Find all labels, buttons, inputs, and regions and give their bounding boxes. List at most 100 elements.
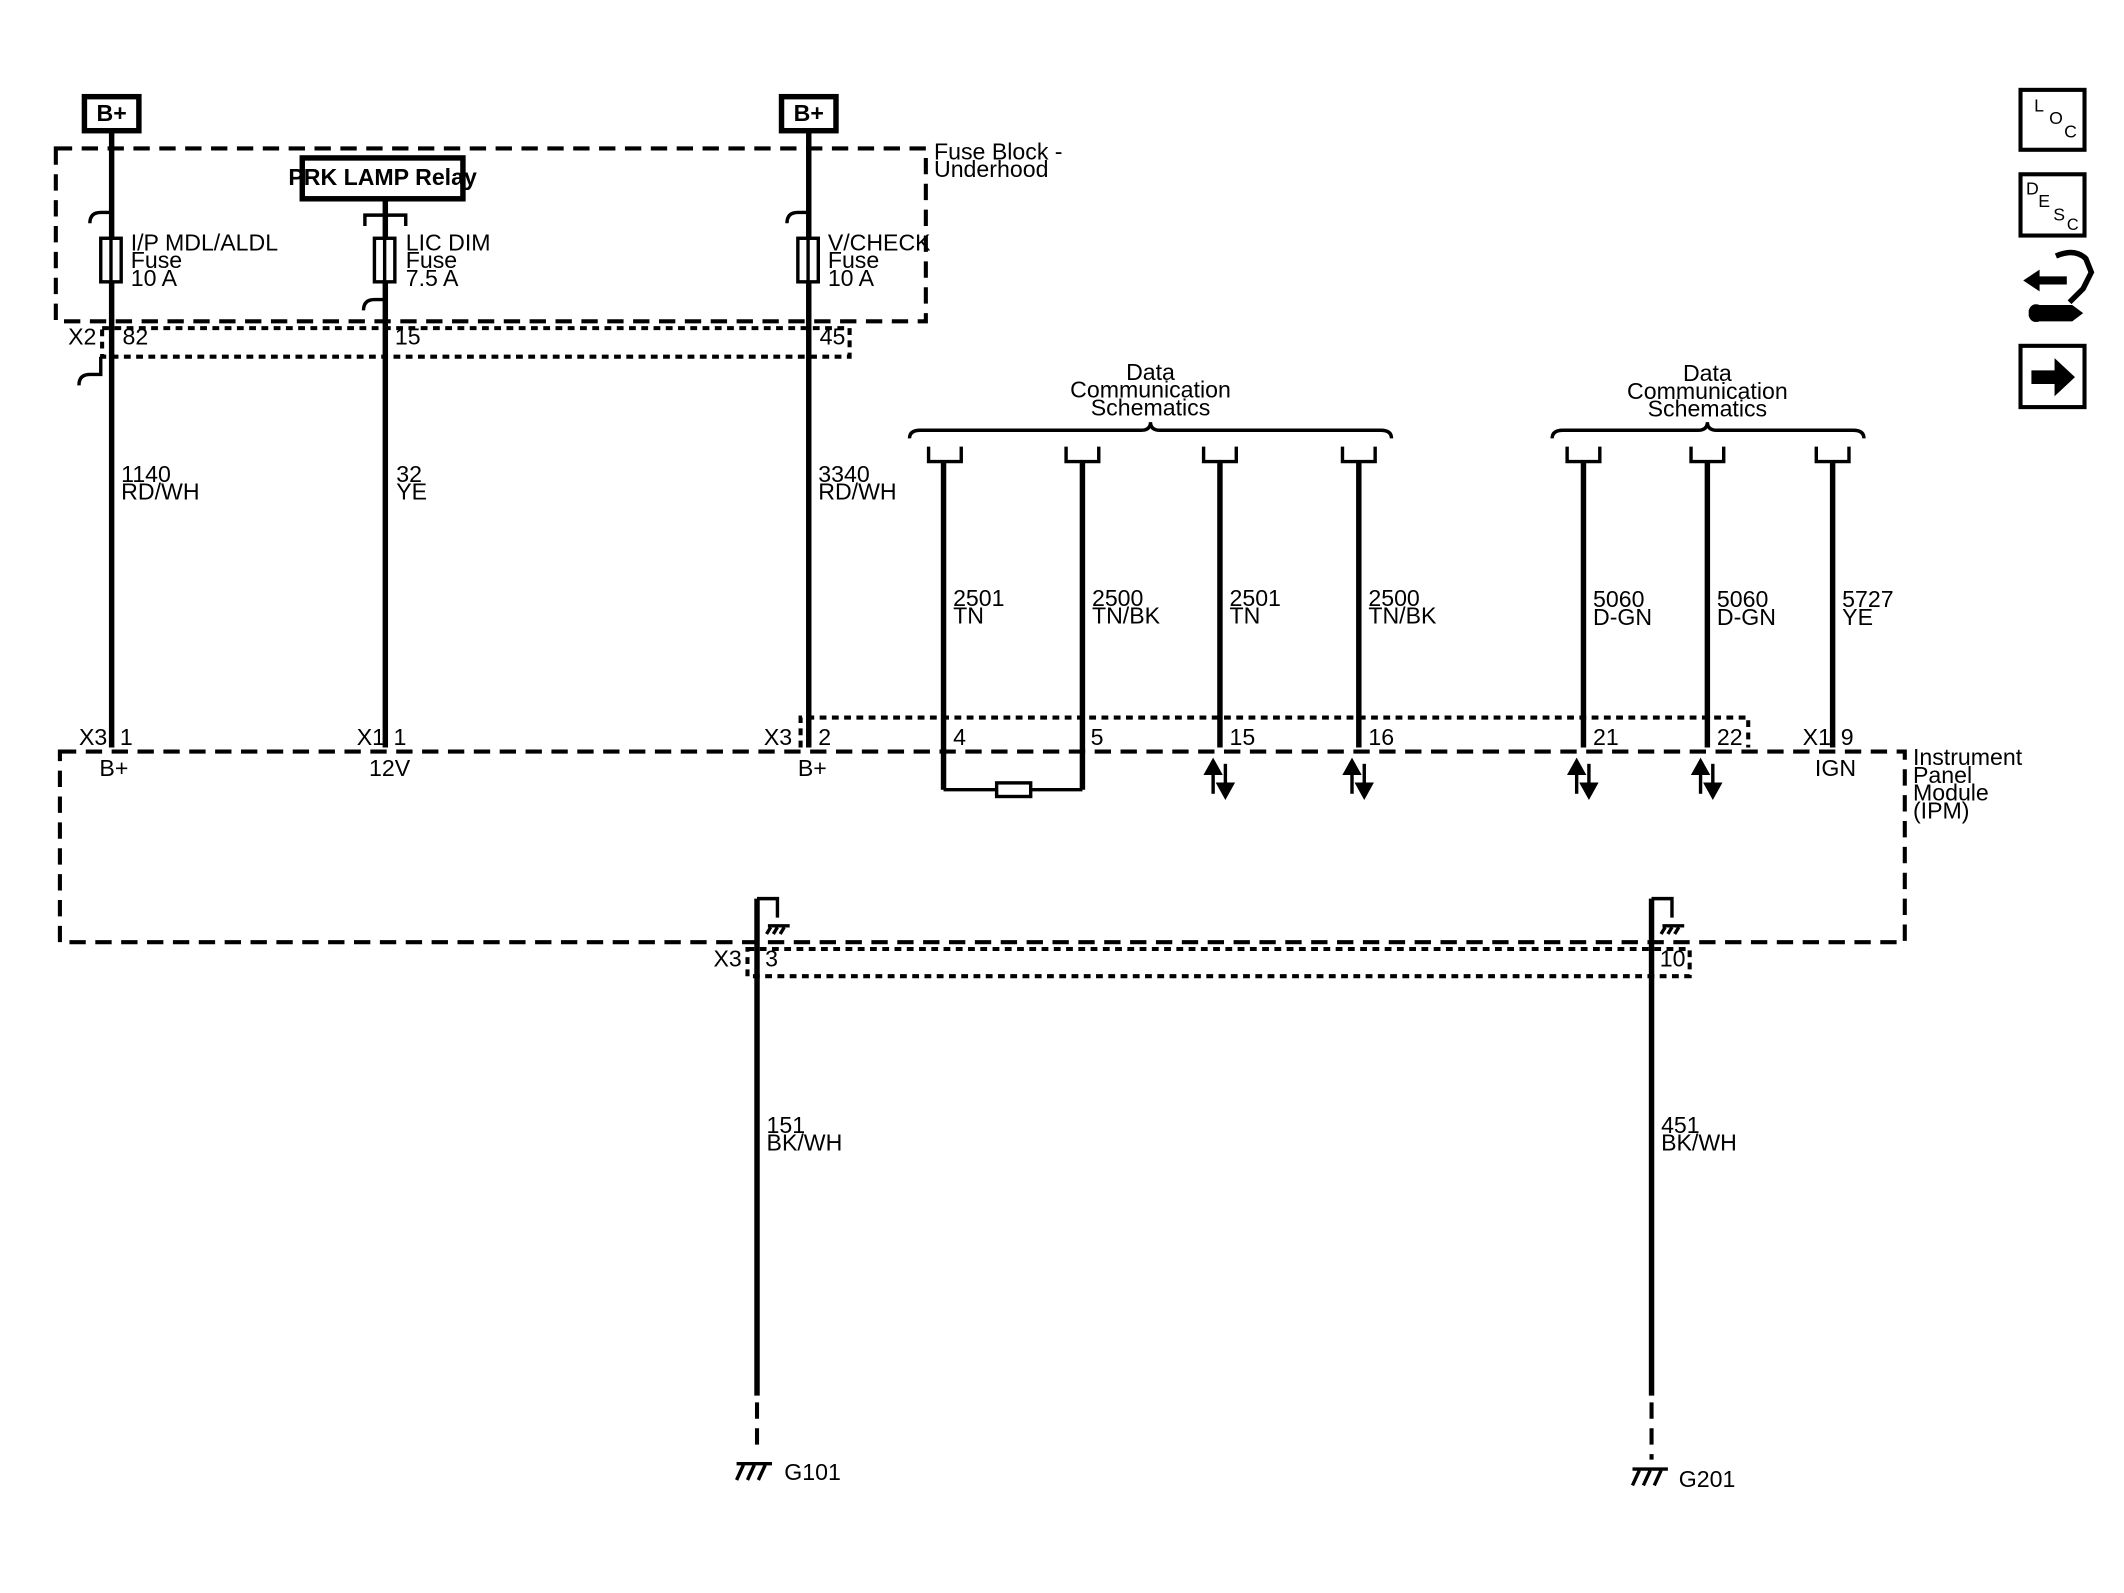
svg-text:1140: 1140: [121, 461, 171, 487]
loc-button[interactable]: L O C: [2018, 87, 2087, 152]
data-comm-bracket-right: Data Communication Schematics: [1550, 360, 1866, 464]
svg-text:1: 1: [393, 724, 406, 750]
svg-text:3: 3: [765, 946, 778, 972]
svg-text:10 A: 10 A: [828, 265, 875, 291]
svg-text:TN/BK: TN/BK: [1368, 603, 1437, 629]
battery-supply-left: B+: [81, 93, 142, 134]
ipm-connector-x3-outline: [798, 715, 1751, 748]
desc-button[interactable]: D E S C: [2018, 172, 2087, 238]
svg-text:Schematics: Schematics: [1091, 394, 1211, 420]
svg-text:Data: Data: [1683, 360, 1732, 386]
svg-text:Communication: Communication: [1627, 378, 1788, 404]
battery-supply-right: B+: [778, 93, 839, 134]
svg-text:B+: B+: [794, 100, 824, 126]
svg-text:Module: Module: [1913, 780, 1989, 806]
internal-ground-1: [757, 896, 790, 935]
svg-text:7.5 A: 7.5 A: [406, 265, 459, 291]
svg-text:82: 82: [123, 323, 149, 349]
ipm-connector-pins: X3 1 B+ X1 1 12V X3 2 B+ 4 5 15 16 21 22…: [79, 724, 1856, 781]
svg-text:4: 4: [953, 724, 966, 750]
svg-text:I/P MDL/ALDL: I/P MDL/ALDL: [131, 230, 279, 256]
ground-connector-x3: X3 3 10: [713, 946, 1692, 979]
svg-text:3340: 3340: [818, 461, 869, 487]
svg-text:B+: B+: [798, 755, 827, 781]
svg-text:Schematics: Schematics: [1648, 396, 1768, 422]
data-comm-bracket-left: Data Communication Schematics: [907, 359, 1394, 464]
svg-text:9: 9: [1841, 724, 1854, 750]
svg-text:D-GN: D-GN: [1717, 604, 1776, 630]
wire-label-151: 151 BK/WH: [767, 1112, 843, 1156]
svg-text:1: 1: [120, 724, 133, 750]
svg-text:5727: 5727: [1842, 586, 1893, 612]
fuse-block-outline: [53, 146, 928, 324]
svg-text:12V: 12V: [369, 755, 411, 781]
svg-text:S: S: [2053, 205, 2065, 225]
svg-text:O: O: [2049, 108, 2063, 128]
prk-lamp-relay: PRK LAMP Relay: [288, 155, 477, 202]
connector-wrench-button[interactable]: [2023, 249, 2095, 323]
next-button[interactable]: [2018, 343, 2087, 410]
bidirectional-arrows: [1203, 757, 1723, 801]
ipm-label: Instrument Panel Module (IPM): [1913, 744, 2023, 823]
svg-text:2501: 2501: [1229, 585, 1280, 611]
svg-text:RD/WH: RD/WH: [818, 479, 896, 505]
fuse-v-check: V/CHECK Fuse 10 A: [785, 210, 931, 291]
svg-text:TN: TN: [1229, 603, 1260, 629]
svg-text:2500: 2500: [1368, 585, 1419, 611]
wire-label-5727: 5727 YE: [1842, 586, 1893, 630]
svg-text:E: E: [2038, 191, 2050, 211]
relay-label: PRK LAMP Relay: [288, 164, 477, 190]
svg-text:X3: X3: [764, 724, 792, 750]
svg-text:15: 15: [395, 323, 421, 349]
terminating-resistor: [943, 781, 1083, 799]
next-arrow-icon: [2031, 358, 2075, 397]
svg-text:2: 2: [818, 724, 831, 750]
wire-label-2500-a: 2500 TN/BK: [1092, 585, 1161, 629]
svg-text:TN/BK: TN/BK: [1092, 603, 1161, 629]
svg-text:LIC DIM: LIC DIM: [406, 230, 491, 256]
wire-label-5060-a: 5060 D-GN: [1593, 586, 1652, 630]
svg-text:Instrument: Instrument: [1913, 744, 2023, 770]
wire-label-1140: 1140 RD/WH: [121, 461, 199, 505]
svg-text:Fuse: Fuse: [131, 247, 182, 273]
svg-text:X1: X1: [357, 724, 385, 750]
svg-text:IGN: IGN: [1815, 755, 1856, 781]
svg-text:D: D: [2026, 179, 2039, 199]
svg-text:32: 32: [396, 461, 422, 487]
svg-text:Fuse: Fuse: [828, 247, 879, 273]
wire-label-2501-a: 2501 TN: [953, 585, 1004, 629]
fuse-block-label-2: Underhood: [934, 156, 1048, 182]
svg-text:D-GN: D-GN: [1593, 604, 1652, 630]
connector-wrench-icon: [2023, 249, 2095, 323]
svg-text:451: 451: [1661, 1112, 1700, 1138]
svg-text:X1: X1: [1803, 724, 1831, 750]
svg-text:21: 21: [1593, 724, 1619, 750]
svg-text:B+: B+: [99, 755, 128, 781]
svg-text:TN: TN: [953, 603, 984, 629]
svg-text:YE: YE: [1842, 604, 1873, 630]
ground-g201: G201: [1630, 1466, 1736, 1492]
svg-text:(IPM): (IPM): [1913, 797, 1970, 823]
ground-g101: G101: [735, 1459, 841, 1485]
svg-text:10: 10: [1660, 946, 1686, 972]
svg-text:BK/WH: BK/WH: [1661, 1130, 1737, 1156]
svg-text:Fuse: Fuse: [406, 247, 457, 273]
svg-text:Communication: Communication: [1070, 377, 1231, 403]
loc-icon: L O C: [2034, 96, 2077, 142]
svg-text:C: C: [2064, 122, 2077, 142]
svg-text:G201: G201: [1679, 1466, 1736, 1492]
wire-label-2501-b: 2501 TN: [1229, 585, 1280, 629]
svg-text:Data: Data: [1126, 359, 1175, 385]
svg-text:2500: 2500: [1092, 585, 1143, 611]
ipm-module-outline: [57, 749, 1907, 945]
svg-text:V/CHECK: V/CHECK: [828, 230, 931, 256]
svg-text:5060: 5060: [1717, 586, 1768, 612]
wire-label-5060-b: 5060 D-GN: [1717, 586, 1776, 630]
svg-text:G101: G101: [784, 1459, 841, 1485]
wire-label-32: 32 YE: [396, 461, 427, 505]
svg-text:X3: X3: [79, 724, 107, 750]
wire-label-451: 451 BK/WH: [1661, 1112, 1737, 1156]
fuse-block-label-1: Fuse Block -: [934, 138, 1063, 164]
fuse-block-connector-x2: X2 82 15 45: [68, 323, 852, 386]
